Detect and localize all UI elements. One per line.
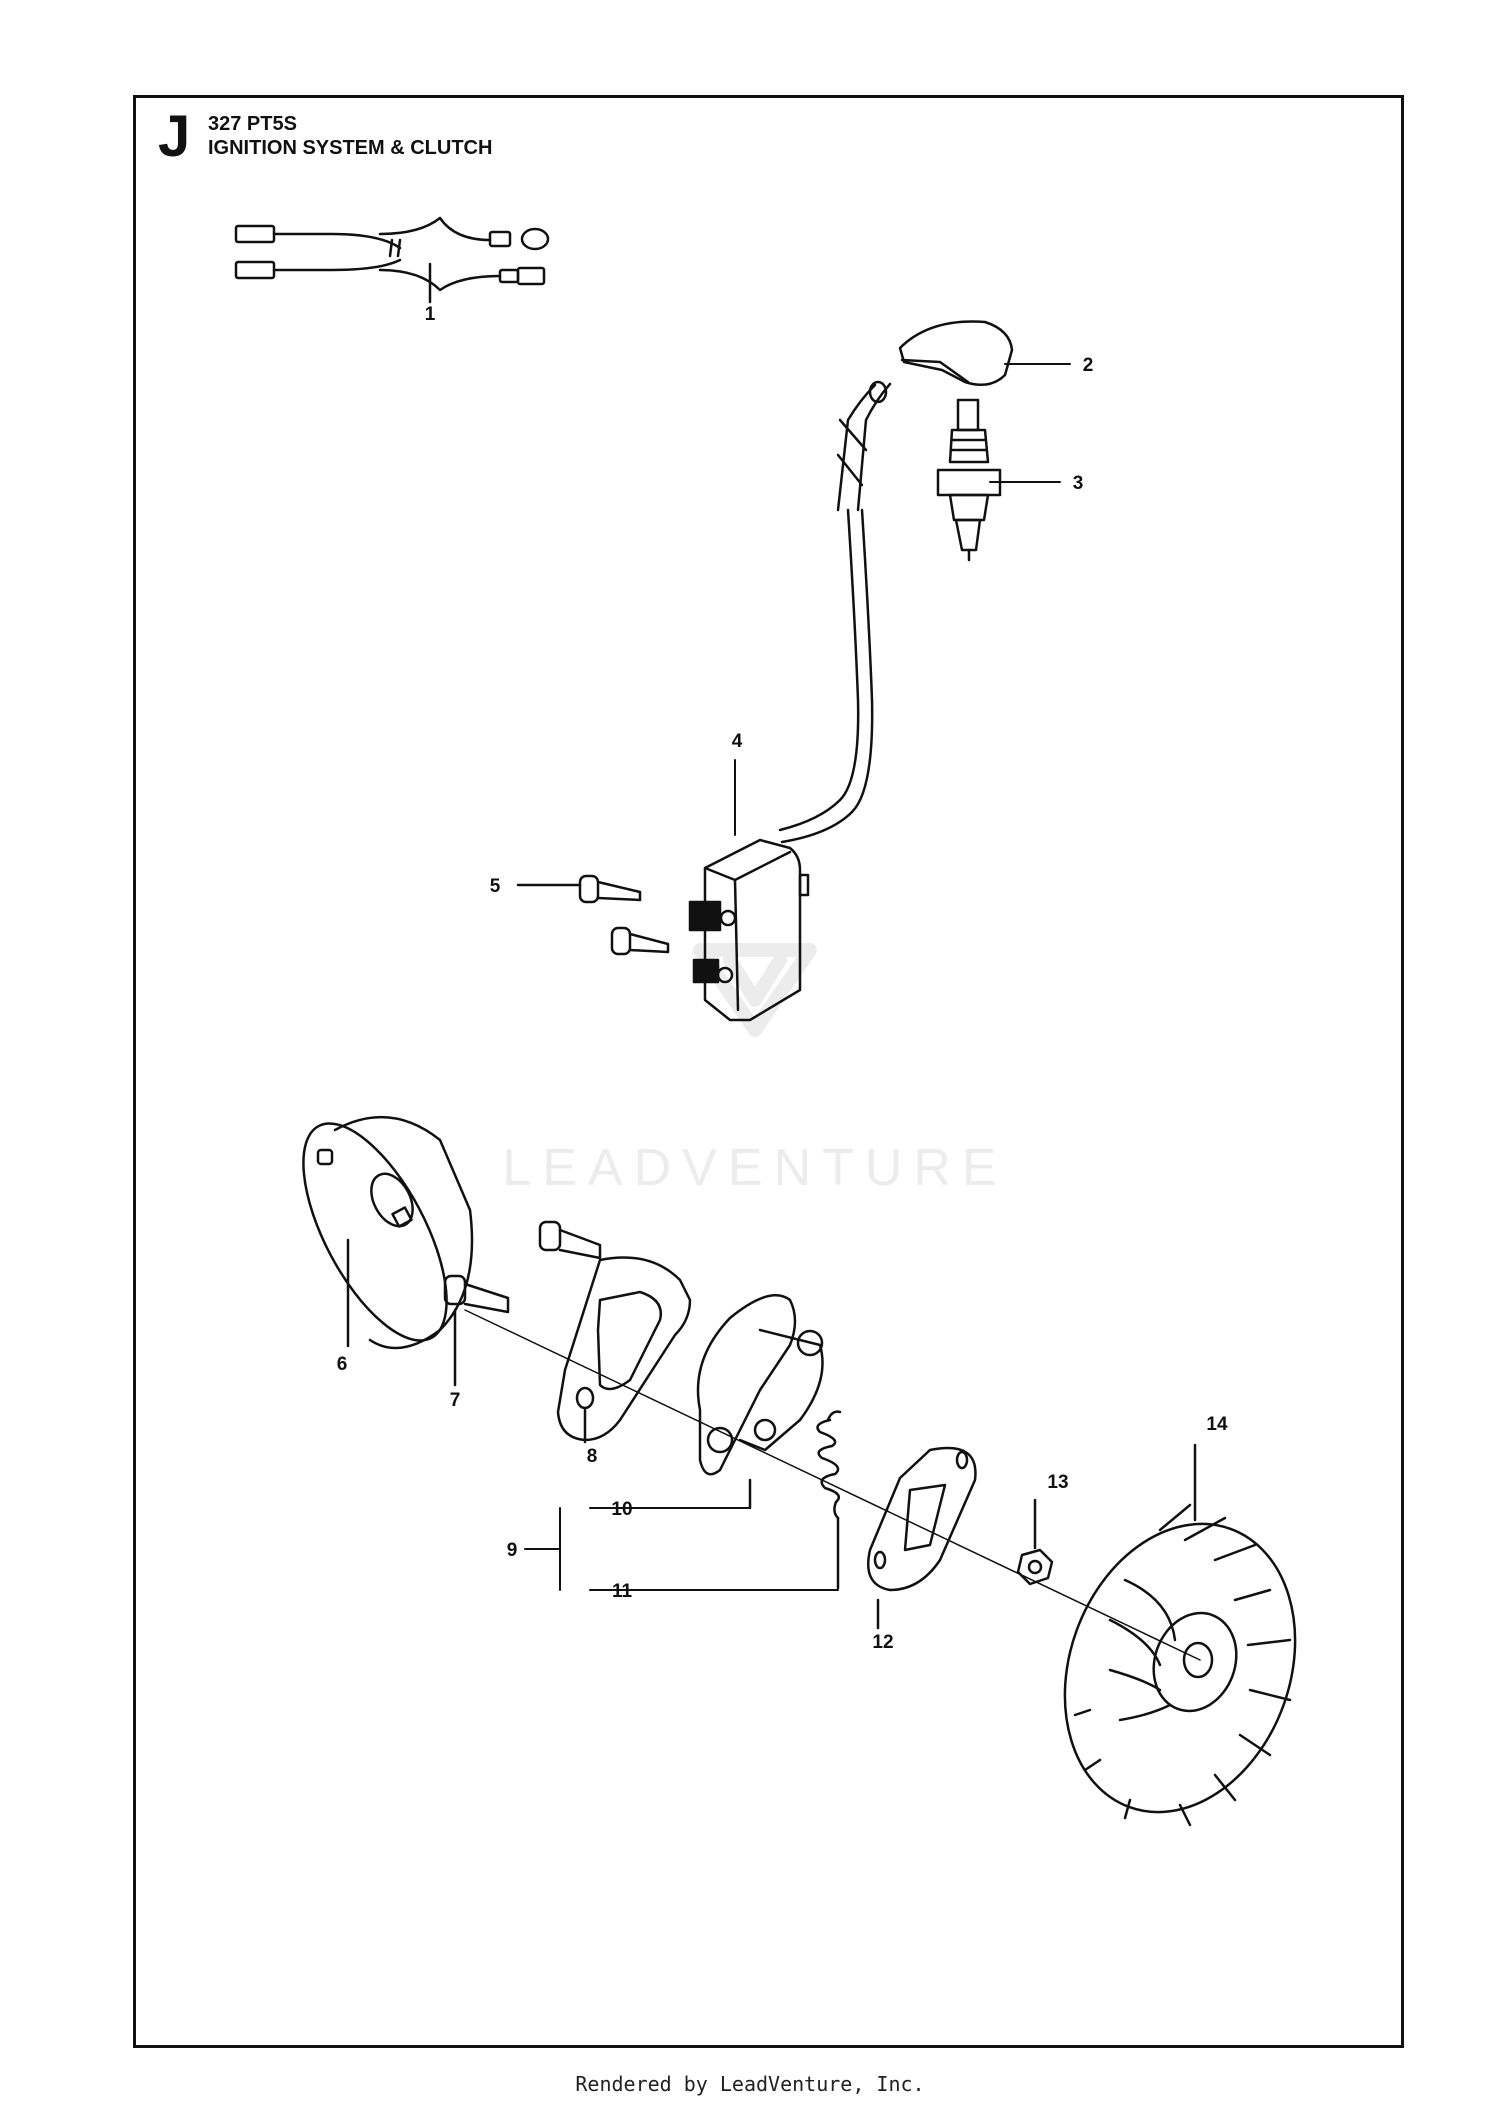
callout-14: 14	[1206, 1414, 1228, 1435]
flywheel-nut-part	[1016, 1498, 1054, 1586]
callout-4: 4	[732, 731, 743, 752]
section-title: IGNITION SYSTEM & CLUTCH	[208, 137, 493, 159]
leader-lines	[524, 363, 1071, 1591]
callout-11: 11	[612, 1581, 633, 1602]
clutch-shoes-part	[696, 1294, 824, 1510]
flywheel-part	[1063, 1443, 1297, 1827]
watermark-text: LEADVENTURE	[502, 1139, 1007, 1197]
spark-plug-part	[936, 398, 1002, 562]
watermark-logo: LEADVENTURE	[502, 943, 1007, 1197]
callout-2: 2	[1083, 355, 1094, 376]
callout-7: 7	[450, 1390, 461, 1411]
ignition-module-part	[688, 838, 810, 1022]
crankshaft-axis	[464, 1309, 1201, 1661]
callout-5: 5	[490, 876, 501, 897]
clutch-bolts-part	[443, 1220, 602, 1387]
module-screws-part	[516, 874, 670, 956]
callout-13: 13	[1047, 1472, 1068, 1493]
callout-1: 1	[425, 304, 436, 325]
diagram-frame	[133, 95, 1404, 2048]
footer-credit: Rendered by LeadVenture, Inc.	[575, 2072, 925, 2096]
section-letter: J	[158, 104, 191, 169]
clutch-drum-part	[302, 1115, 474, 1350]
wire-harness-part	[234, 216, 550, 304]
callout-labels: 1 2 3 4 5 6 7 8 9 10 11 12 13 14	[337, 304, 1228, 1653]
callout-12: 12	[872, 1632, 893, 1653]
second-washer-part	[867, 1446, 977, 1630]
callout-6: 6	[337, 1354, 348, 1375]
spark-plug-boot-part	[836, 320, 1014, 512]
model-number: 327 PT5S	[208, 113, 297, 135]
callout-9: 9	[507, 1540, 518, 1561]
callout-8: 8	[587, 1446, 598, 1467]
clutch-spring-part	[816, 1410, 842, 1590]
callout-10: 10	[611, 1499, 632, 1520]
callout-3: 3	[1073, 473, 1084, 494]
ignition-lead	[778, 508, 860, 832]
clutch-washer-part	[556, 1256, 692, 1444]
